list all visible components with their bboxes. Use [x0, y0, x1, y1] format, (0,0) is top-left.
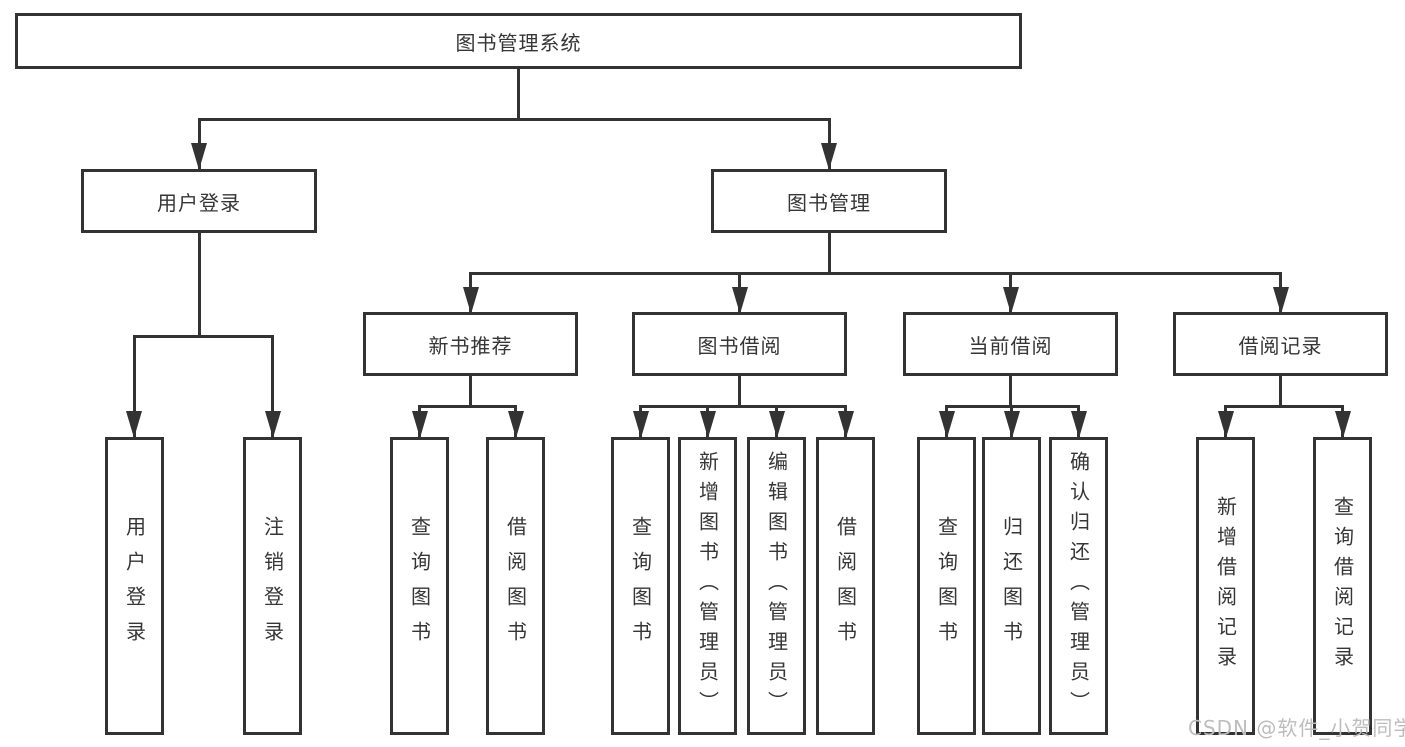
node-label: 当前借阅	[968, 333, 1053, 358]
connector-borrow-records-bar	[1224, 405, 1344, 408]
connector-to-leaf	[132, 334, 136, 438]
leaf-label: 归还图书	[999, 516, 1024, 656]
arrow-down-icon	[1272, 287, 1289, 314]
connector-level3-bar	[469, 271, 1282, 275]
leaf-label: 新增图书（管理员）	[695, 451, 720, 721]
node-label: 图书管理系统	[455, 30, 582, 55]
leaf-label: 编辑图书（管理员）	[764, 451, 789, 721]
connector-current-borrow-stem	[1009, 376, 1012, 407]
arrow-down-icon	[699, 411, 716, 438]
connector-book-borrow-bar	[639, 405, 847, 408]
leaf-label: 查询图书	[628, 516, 653, 656]
node-book-management: 图书管理	[711, 169, 947, 233]
leaf-query-books-new: 查询图书	[390, 437, 449, 735]
arrow-down-icon	[1334, 411, 1351, 438]
leaf-add-borrow-record: 新增借阅记录	[1196, 437, 1255, 735]
node-new-book-recommend: 新书推荐	[363, 312, 578, 376]
arrow-down-icon	[191, 143, 207, 170]
arrow-down-icon	[126, 411, 142, 438]
connector-level2-bar	[197, 117, 831, 121]
node-label: 图书管理	[787, 190, 871, 215]
leaf-label: 确认归还（管理员）	[1066, 451, 1091, 721]
node-user-login: 用户登录	[81, 169, 317, 233]
connector-book-borrow-stem	[738, 376, 741, 407]
csdn-watermark: CSDN @软件_小贺同学	[1188, 716, 1405, 740]
leaf-borrow-books-new: 借阅图书	[486, 437, 545, 735]
node-book-borrow: 图书借阅	[632, 312, 847, 376]
leaf-query-books-borrow: 查询图书	[611, 437, 670, 735]
arrow-down-icon	[1217, 411, 1234, 438]
leaf-add-book-admin: 新增图书（管理员）	[678, 437, 737, 735]
leaf-label: 查询图书	[407, 516, 432, 656]
connector-user-login-stem	[197, 233, 201, 338]
arrow-down-icon	[938, 411, 955, 438]
leaf-label: 注销登录	[260, 516, 285, 656]
leaf-query-books-current: 查询图书	[917, 437, 976, 735]
node-label: 新书推荐	[428, 333, 513, 358]
arrow-down-icon	[731, 287, 748, 314]
connector-book-management-stem	[827, 233, 831, 275]
node-label: 借阅记录	[1238, 333, 1323, 358]
arrow-down-icon	[462, 287, 479, 314]
connector-to-leaf	[271, 334, 274, 438]
connector-new-books-stem	[469, 376, 472, 407]
arrow-down-icon	[821, 143, 837, 170]
connector-borrow-records-stem	[1279, 376, 1282, 407]
node-borrow-records: 借阅记录	[1173, 312, 1388, 376]
node-current-borrow: 当前借阅	[903, 312, 1118, 376]
arrow-down-icon	[507, 411, 524, 438]
arrow-down-icon	[632, 411, 649, 438]
leaf-label: 借阅图书	[833, 516, 858, 656]
leaf-label: 用户登录	[122, 516, 147, 656]
leaf-label: 新增借阅记录	[1213, 496, 1238, 676]
arrow-down-icon	[264, 411, 281, 438]
arrow-down-icon	[837, 411, 854, 438]
arrow-down-icon	[1070, 411, 1087, 438]
leaf-borrow-books: 借阅图书	[816, 437, 875, 735]
leaf-query-borrow-record: 查询借阅记录	[1313, 437, 1372, 735]
leaf-user-login: 用户登录	[105, 437, 164, 735]
leaf-edit-book-admin: 编辑图书（管理员）	[747, 437, 806, 735]
arrow-down-icon	[768, 411, 785, 438]
node-library-management-system: 图书管理系统	[15, 13, 1022, 69]
arrow-down-icon	[1003, 411, 1020, 438]
connector-user-login-bar	[132, 334, 274, 338]
arrow-down-icon	[1002, 287, 1019, 314]
leaf-return-books: 归还图书	[982, 437, 1041, 735]
node-label: 用户登录	[157, 190, 241, 215]
arrow-down-icon	[411, 411, 428, 438]
leaf-label: 查询图书	[934, 516, 959, 656]
connector-root-stem	[516, 69, 520, 119]
leaf-confirm-return-admin: 确认归还（管理员）	[1049, 437, 1108, 735]
node-label: 图书借阅	[697, 333, 782, 358]
leaf-logout: 注销登录	[243, 437, 302, 735]
leaf-label: 查询借阅记录	[1330, 496, 1355, 676]
leaf-label: 借阅图书	[503, 516, 528, 656]
connector-new-books-bar	[418, 405, 517, 408]
